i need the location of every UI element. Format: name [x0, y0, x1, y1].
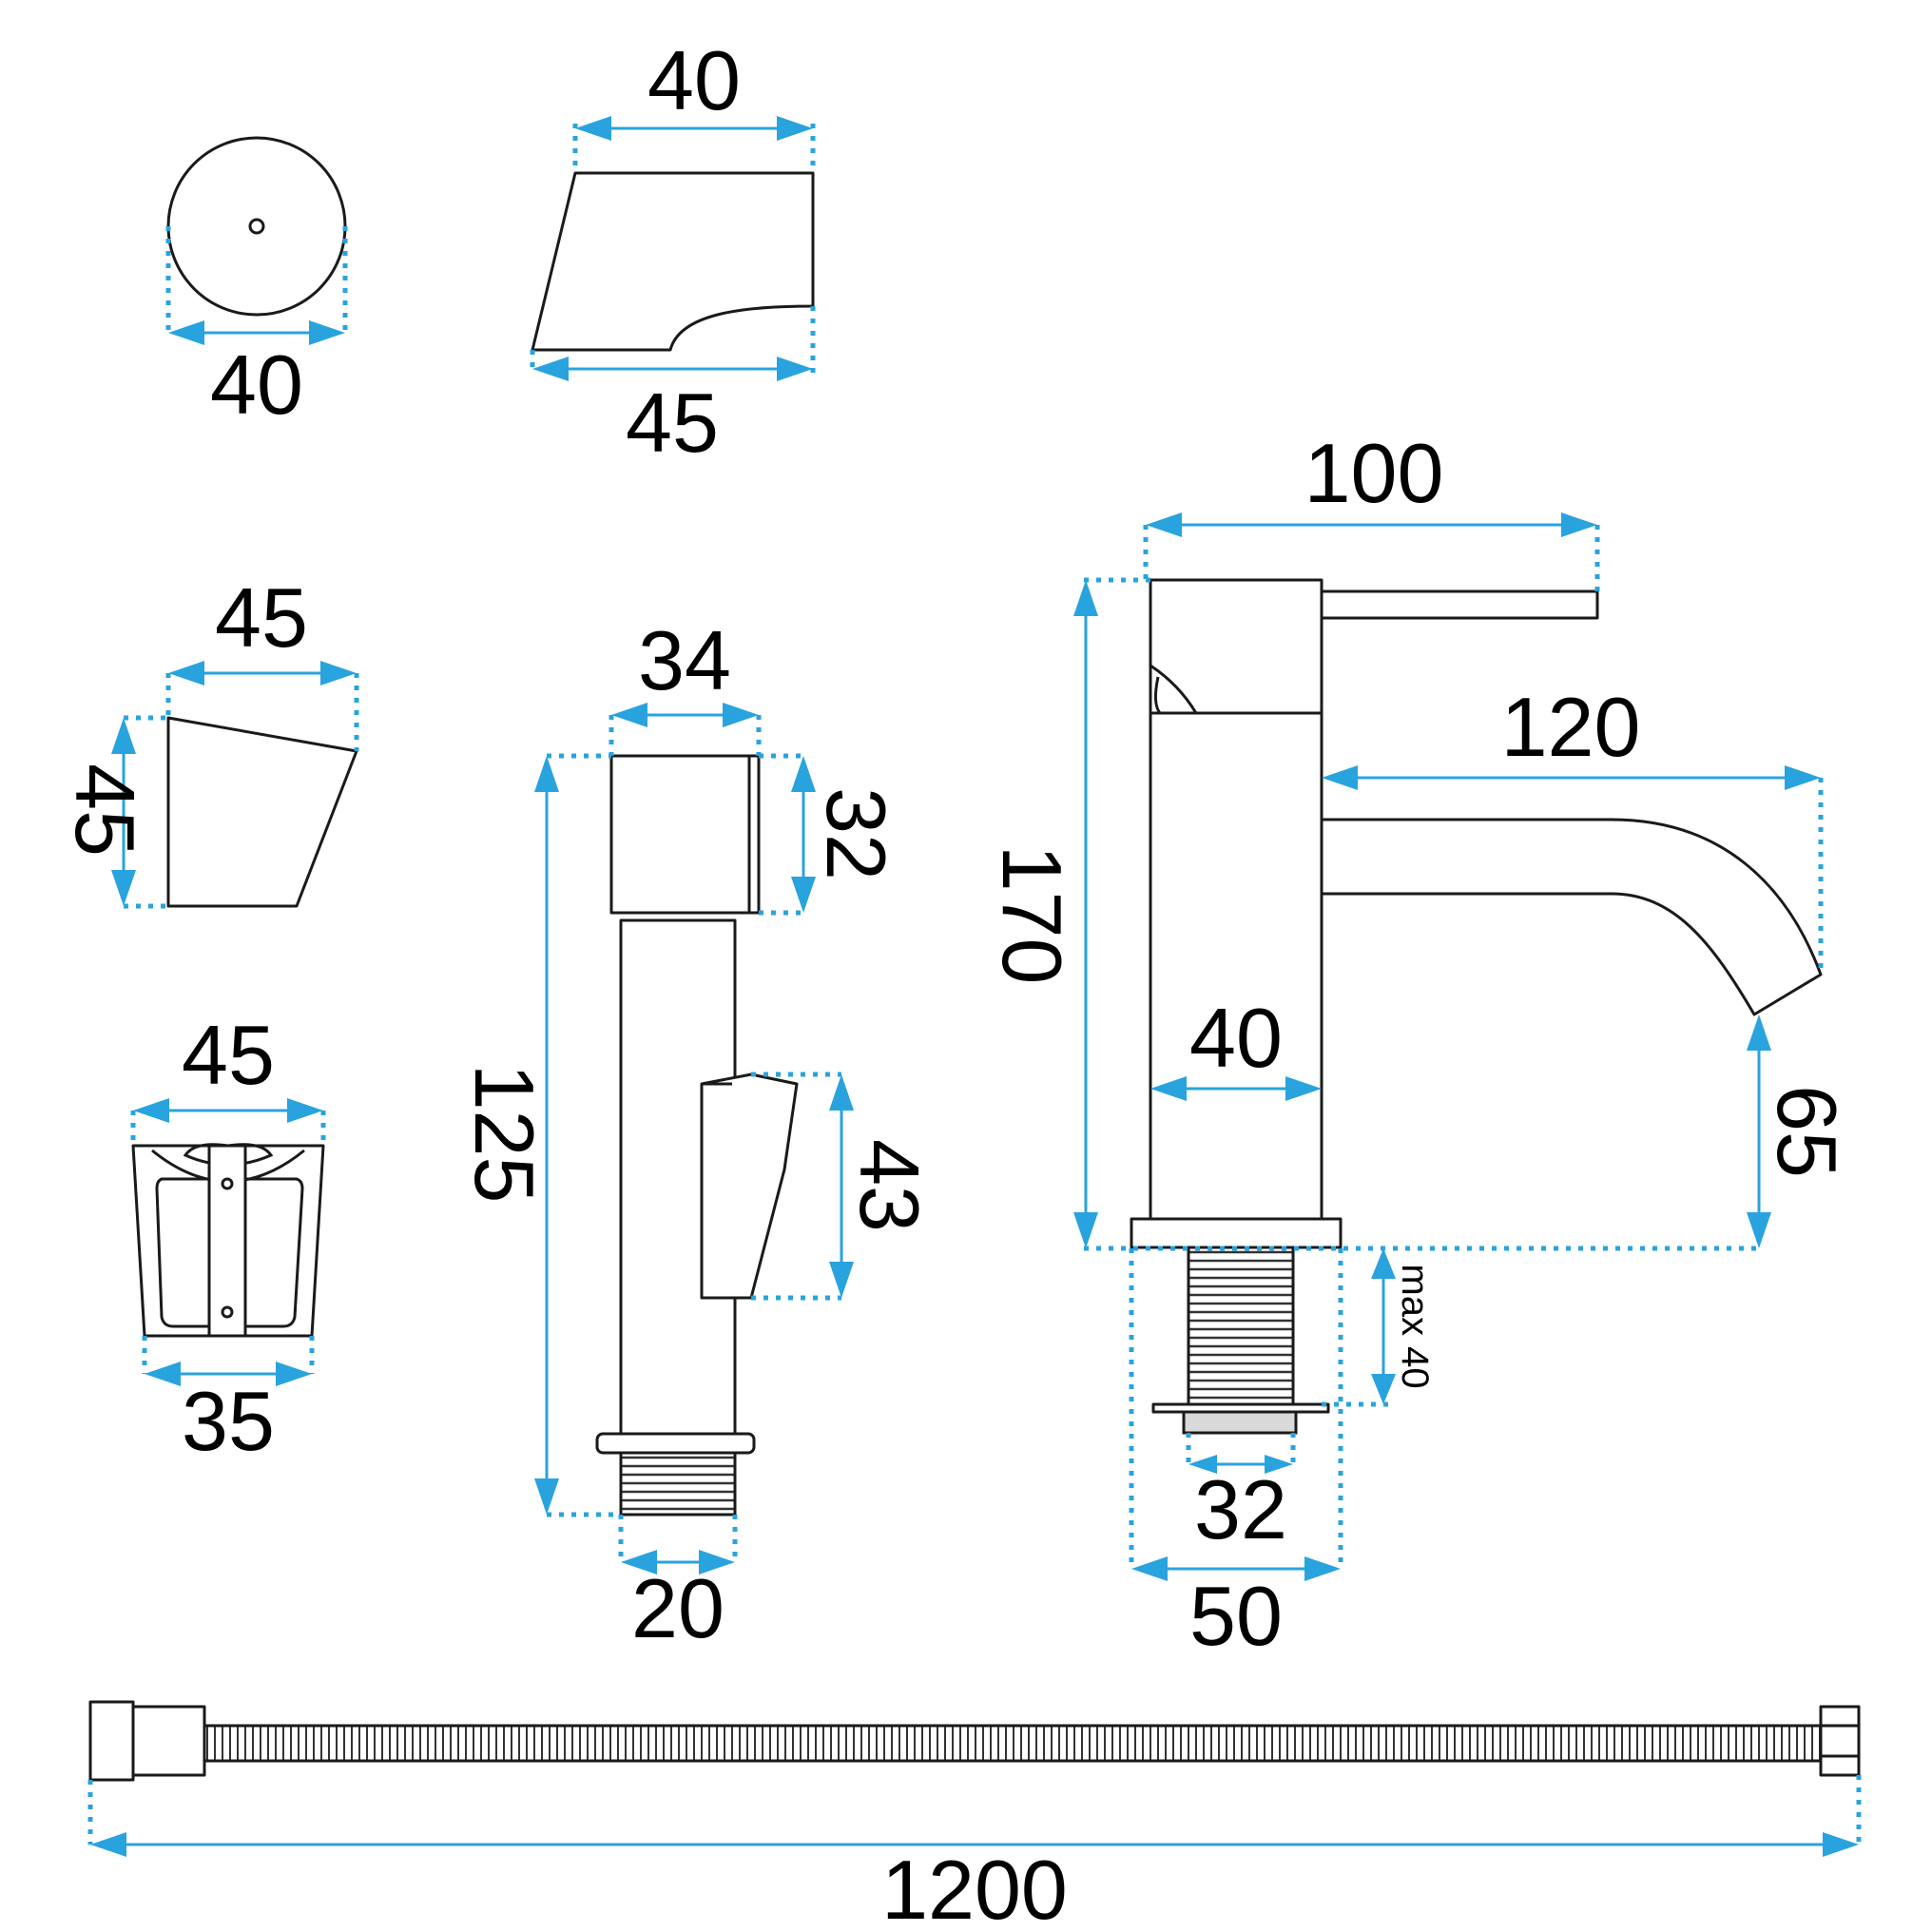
- dim-valve-thread: 20: [631, 1561, 724, 1655]
- holder-clip: [207, 1144, 247, 1338]
- faucet-nut: [1182, 1410, 1298, 1435]
- dim-faucet-spout-reach: 120: [1501, 680, 1641, 774]
- dim-wedge-width: 45: [215, 570, 308, 665]
- lever-outline: [531, 171, 815, 352]
- dim-faucet-body-width: 40: [1189, 991, 1283, 1085]
- angle-valve-side-view: 34 32 125 43 20: [457, 613, 937, 1655]
- dim-faucet-mount-max: max 40: [1394, 1264, 1436, 1388]
- faucet-spout: [1320, 818, 1823, 1016]
- dim-knob-width: 40: [210, 338, 303, 432]
- hose-braid: [203, 1724, 1823, 1763]
- dim-faucet-height: 170: [985, 845, 1079, 985]
- wedge-side-view: 45 45: [58, 570, 359, 909]
- lever-side-view: 40 45: [530, 33, 816, 470]
- hose-right-nut: [1819, 1705, 1861, 1777]
- knob-center-point: [248, 218, 265, 235]
- faucet-side-view: 100 170 120 40 65 max 40: [985, 426, 1854, 1663]
- dim-faucet-spout-height: 65: [1760, 1085, 1854, 1178]
- dim-lever-top: 40: [647, 33, 741, 127]
- hose-left-connector: [88, 1700, 135, 1782]
- faucet-thread: [1187, 1246, 1295, 1406]
- valve-head: [609, 754, 761, 915]
- holder-front-view: 45 35: [130, 1008, 326, 1468]
- dim-valve-handle-height: 43: [842, 1139, 937, 1232]
- dim-valve-head-width: 34: [638, 613, 731, 707]
- dim-faucet-base: 50: [1189, 1569, 1283, 1663]
- faucet-body: [1149, 711, 1323, 1221]
- knob-top-view: 40: [165, 136, 348, 432]
- dim-faucet-lever: 100: [1304, 426, 1444, 520]
- valve-thread: [619, 1451, 737, 1517]
- wedge-outline: [166, 716, 358, 908]
- valve-handle: [700, 1072, 799, 1300]
- dim-holder-bottom: 35: [182, 1374, 275, 1468]
- faucet-lever: [1320, 589, 1599, 620]
- dim-wedge-height: 45: [58, 763, 152, 857]
- dim-faucet-thread: 32: [1194, 1462, 1287, 1556]
- dim-holder-top: 45: [182, 1008, 275, 1102]
- dim-lever-bottom: 45: [626, 376, 719, 470]
- flexible-hose: 1200: [87, 1700, 1862, 1932]
- valve-nut: [595, 1432, 756, 1455]
- faucet-base: [1130, 1217, 1343, 1249]
- faucet-cartridge: [1149, 578, 1323, 715]
- hose-left-cone: [131, 1705, 206, 1777]
- dim-valve-head-height: 32: [809, 787, 903, 880]
- dim-valve-height: 125: [457, 1064, 551, 1204]
- dim-hose-length: 1200: [881, 1843, 1068, 1932]
